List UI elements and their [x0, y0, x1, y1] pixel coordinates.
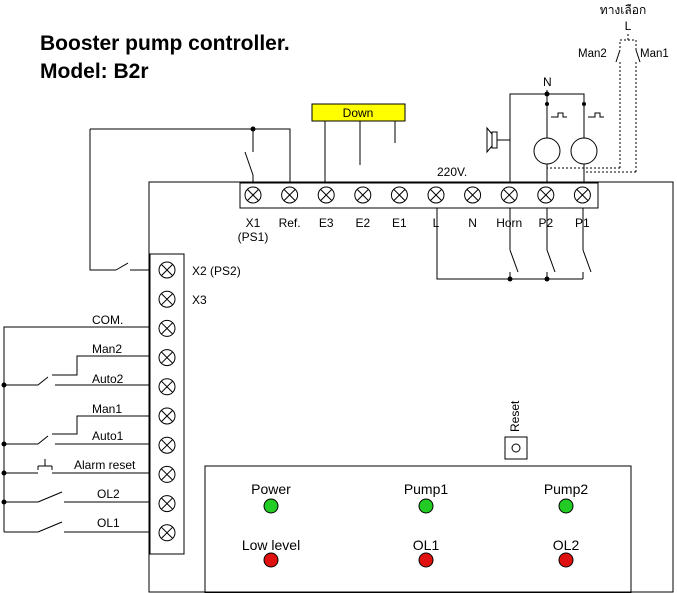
pump1-motor-icon [570, 137, 598, 165]
led-item: Low level [242, 537, 300, 568]
top-terminal-label: X1 [246, 216, 261, 230]
reset-button[interactable] [504, 436, 528, 460]
top-terminal-9-icon [537, 186, 555, 204]
led-icon [558, 552, 574, 568]
left-terminal-8-icon [158, 465, 176, 483]
top-terminal-label: Ref. [279, 216, 301, 230]
selector-man1-label: Man1 [640, 48, 669, 60]
title-line2: Model: B2r [40, 60, 149, 83]
led-item: Pump1 [404, 481, 449, 514]
left-terminal-3-icon [158, 319, 176, 337]
led-label: Power [251, 481, 291, 497]
left-terminal-label-man2: Man2 [92, 342, 122, 356]
led-panel [204, 465, 632, 593]
led-icon [263, 552, 279, 568]
led-label: Pump2 [544, 481, 589, 497]
selector-man2-label: Man2 [578, 48, 607, 60]
left-terminal-label-x3: X3 [192, 293, 207, 307]
led-label: OL1 [413, 537, 440, 553]
selector-dotted-wiring [547, 34, 637, 173]
top-terminal-label: E3 [319, 216, 334, 230]
pump2-motor-icon [533, 137, 561, 165]
top-terminal-label: P2 [538, 216, 553, 230]
horn-icon [486, 126, 510, 154]
selector-title: ทางเลือก [600, 3, 646, 17]
reset-label: Reset [508, 400, 522, 432]
n-supply-label: N [543, 75, 552, 89]
left-terminal-label-com: COM. [92, 313, 123, 327]
top-terminals [244, 186, 591, 204]
left-terminal-5-icon [158, 378, 176, 396]
title-line1: Booster pump controller. [40, 32, 290, 55]
left-terminal-label-ol2: OL2 [97, 487, 120, 501]
top-terminal-4-icon [354, 186, 372, 204]
left-terminals [158, 261, 176, 542]
left-terminal-label-x2: X2 (PS2) [192, 264, 241, 278]
led-icon [418, 498, 434, 514]
top-terminal-5-icon [390, 186, 408, 204]
top-terminal-10-icon [573, 186, 591, 204]
top-terminal-8-icon [500, 186, 518, 204]
left-terminal-label-auto2: Auto2 [92, 372, 124, 386]
top-terminal-label: E2 [355, 216, 370, 230]
left-terminal-1-icon [158, 261, 176, 279]
top-terminal-6-icon [427, 186, 445, 204]
left-terminal-label-alarm-reset: Alarm reset [74, 458, 136, 472]
top-terminal-2-icon [281, 186, 299, 204]
led-item: Pump2 [544, 481, 589, 514]
left-terminal-label-man1: Man1 [92, 402, 122, 416]
x1-sub-label: (PS1) [238, 230, 269, 244]
led-item: OL2 [553, 537, 580, 568]
top-terminal-label: Horn [496, 216, 522, 230]
left-terminal-2-icon [158, 290, 176, 308]
selector-l-label: L [625, 19, 632, 33]
top-terminal-7-icon [464, 186, 482, 204]
down-box [311, 103, 406, 122]
led-icon [263, 498, 279, 514]
top-terminal-label: L [433, 216, 440, 230]
top-terminal-label: E1 [392, 216, 407, 230]
controller-box [148, 181, 674, 593]
down-label: Down [343, 106, 374, 120]
top-terminal-3-icon [317, 186, 335, 204]
led-item: OL1 [413, 537, 440, 568]
led-item: Power [251, 481, 291, 514]
left-terminal-10-icon [158, 524, 176, 542]
left-terminal-label-auto1: Auto1 [92, 429, 124, 443]
led-icon [418, 552, 434, 568]
left-terminal-9-icon [158, 495, 176, 513]
top-terminal-strip [239, 182, 599, 209]
left-terminal-4-icon [158, 349, 176, 367]
left-terminal-label-ol1: OL1 [97, 516, 120, 530]
led-label: Pump1 [404, 481, 449, 497]
reset-button-icon[interactable] [511, 443, 521, 453]
top-terminal-1-icon [244, 186, 262, 204]
voltage-label: 220V. [437, 165, 467, 179]
led-label: OL2 [553, 537, 580, 553]
led-label: Low level [242, 537, 300, 553]
left-terminal-6-icon [158, 407, 176, 425]
left-terminal-strip [149, 253, 185, 555]
led-icon [558, 498, 574, 514]
top-terminal-label: N [468, 216, 477, 230]
left-terminal-7-icon [158, 436, 176, 454]
